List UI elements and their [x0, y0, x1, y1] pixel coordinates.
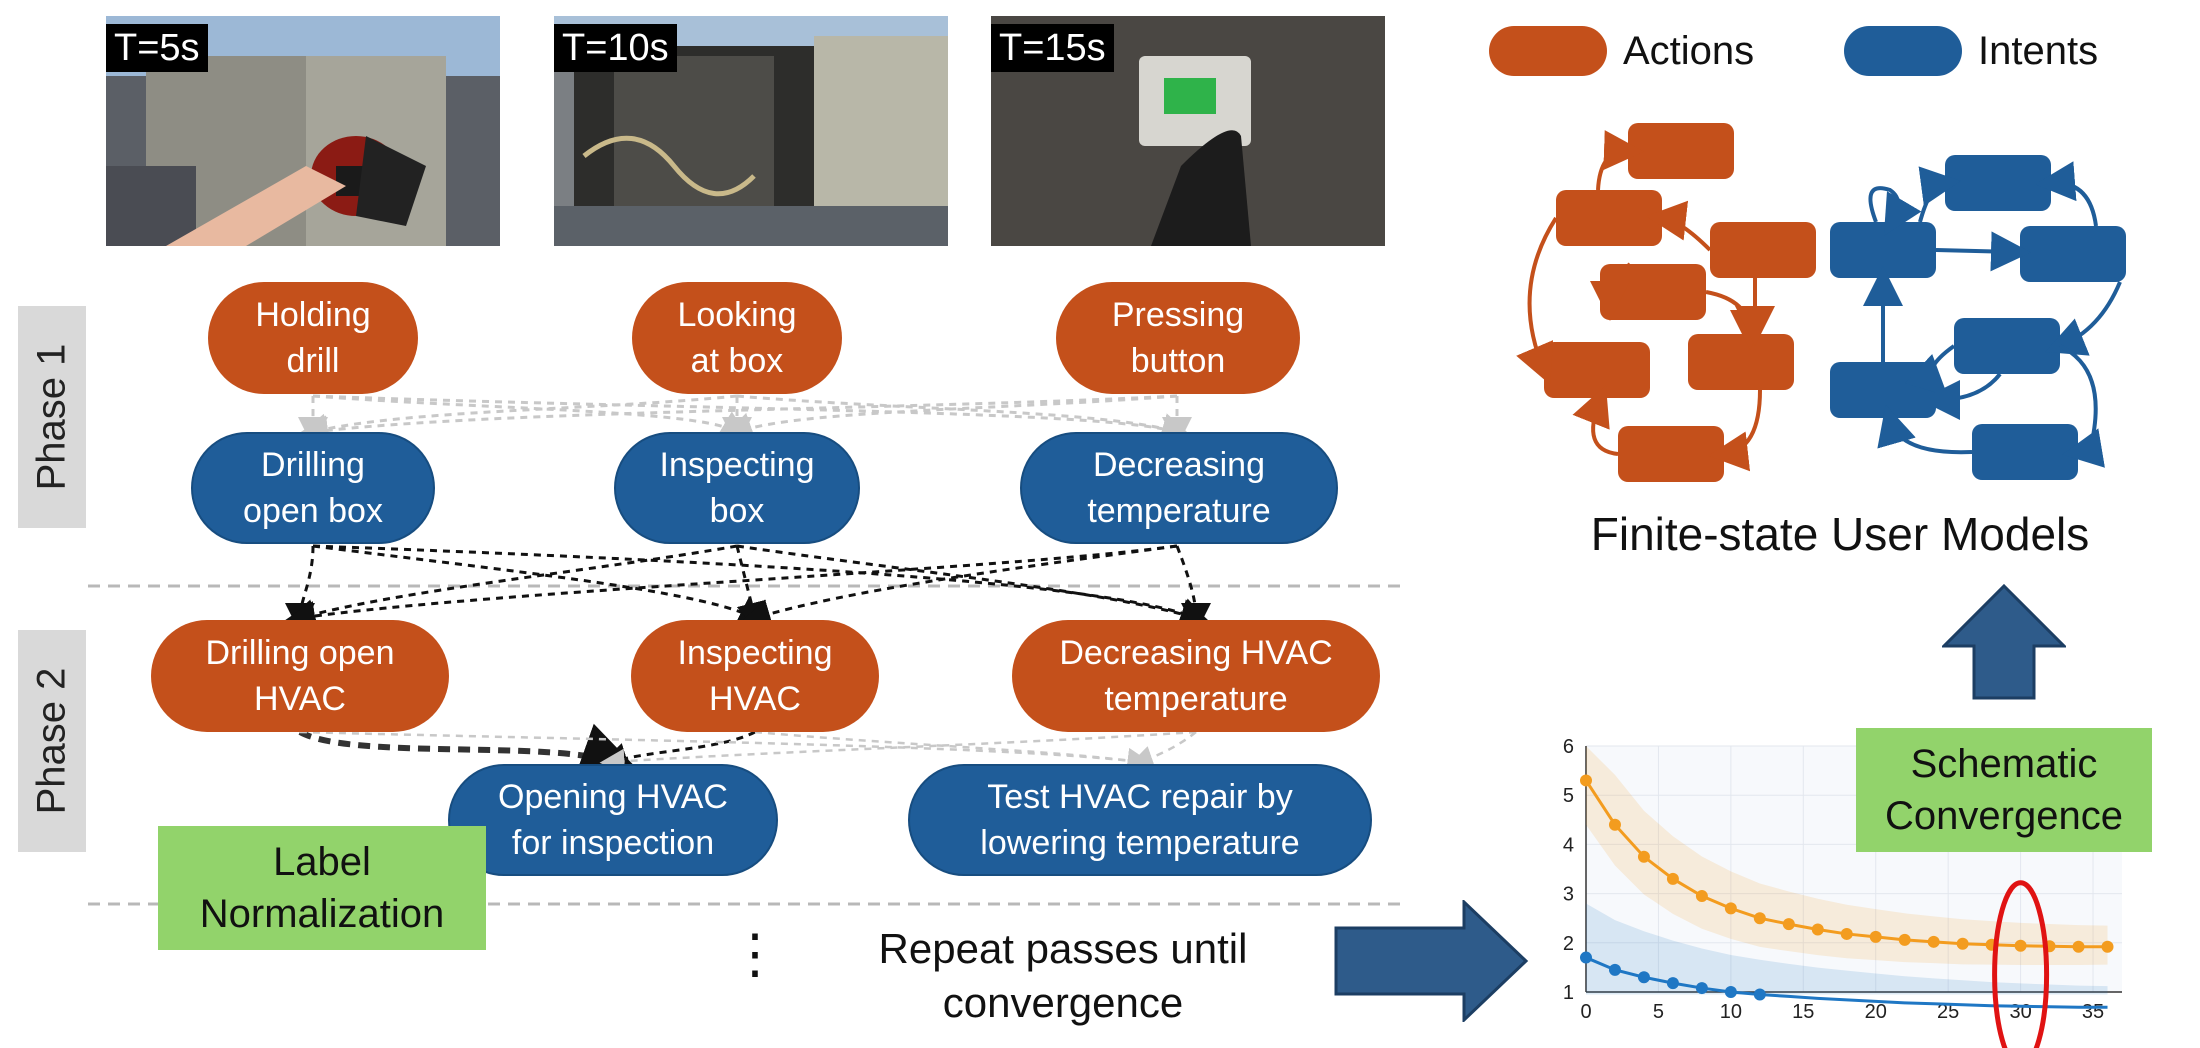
y-tick-label: 5	[1563, 785, 1574, 807]
fsm-intents	[1830, 155, 2126, 480]
series-0-point	[1956, 937, 1969, 950]
fsm-title: Finite-state User Models	[1590, 508, 2090, 560]
time-label-1: T=5s	[106, 24, 208, 72]
fsm-intent-node	[1830, 222, 1936, 278]
x-tick-label: 5	[1653, 1001, 1664, 1023]
phase1-action-pressing-button: Pressing button	[1056, 282, 1300, 394]
series-1-point	[1724, 986, 1737, 998]
x-tick-label: 35	[2082, 1001, 2104, 1023]
phase1-action-holding-drill: Holding drill	[208, 282, 418, 394]
video-frame-3: T=15s	[991, 16, 1385, 246]
video-frame-2: T=10s	[554, 16, 948, 246]
series-0-point	[1898, 933, 1911, 946]
phase-1-tag: Phase 1	[18, 306, 86, 528]
series-1-point	[1753, 988, 1766, 1001]
schematic-convergence-box: Schematic Convergence	[1856, 728, 2152, 852]
frame-2-image	[554, 16, 948, 246]
series-0-point	[2101, 940, 2114, 953]
fsm-action-node	[1688, 334, 1794, 390]
fsm-intent-node	[2020, 226, 2126, 282]
time-label-3: T=15s	[991, 24, 1114, 72]
legend-intents: Intents	[1844, 26, 2098, 76]
fsm-actions	[1516, 123, 1816, 482]
series-0-point	[1695, 890, 1708, 903]
y-tick-label: 4	[1563, 834, 1574, 856]
y-tick-label: 3	[1563, 884, 1574, 906]
phase1-to-phase2-links	[285, 544, 1211, 633]
series-0-point	[1840, 927, 1853, 940]
link-drilling-to-opening	[298, 723, 641, 781]
fsm-intent-node	[1954, 318, 2060, 374]
x-tick-label: 15	[1792, 1001, 1814, 1023]
series-1-point	[1637, 971, 1650, 984]
fsm-intent-node	[1945, 155, 2051, 211]
series-0-point	[1724, 902, 1737, 915]
video-frame-1: T=5s	[106, 16, 500, 246]
fsm-action-node	[1628, 123, 1734, 179]
series-0-point	[1608, 818, 1621, 831]
legend-intents-label: Intents	[1978, 28, 2099, 73]
legend-actions-swatch	[1489, 26, 1607, 76]
series-1-point	[1580, 951, 1592, 964]
phase2-intent-test-hvac-repair: Test HVAC repair by lowering temperature	[908, 764, 1372, 876]
time-label-2: T=10s	[554, 24, 677, 72]
convergence-highlight	[1992, 880, 2050, 1048]
fsm-intent-node	[1972, 424, 2078, 480]
repeat-passes-text: Repeat passes until convergence	[878, 925, 1248, 1026]
series-0-point	[1753, 912, 1766, 925]
y-tick-label: 6	[1563, 736, 1574, 758]
y-tick-label: 2	[1563, 933, 1574, 955]
series-0-point	[2014, 939, 2027, 952]
label-normalization-box: Label Normalization	[158, 826, 486, 950]
right-arrow-icon	[1334, 900, 1529, 1022]
series-0-point	[1782, 918, 1795, 931]
legend-actions-label: Actions	[1623, 28, 1755, 73]
series-0-point	[1637, 850, 1650, 863]
fsm-action-node	[1556, 190, 1662, 246]
y-tick-label: 1	[1563, 982, 1574, 1004]
vertical-ellipsis: ⋮	[728, 924, 782, 984]
phase2-action-drilling-open-hvac: Drilling open HVAC	[151, 620, 449, 732]
fsm-action-node	[1600, 264, 1706, 320]
series-1-band	[1586, 903, 2108, 995]
x-tick-label: 25	[1937, 1001, 1959, 1023]
series-1-point	[1666, 977, 1679, 990]
link-inspecting-to-opening	[597, 730, 756, 772]
phase1-action-intent-links	[298, 394, 1192, 447]
phase2-action-inspecting-hvac: Inspecting HVAC	[631, 620, 879, 732]
phase1-action-looking-at-box: Looking at box	[632, 282, 842, 394]
series-0-point	[1927, 935, 1940, 948]
frame-1-image	[106, 16, 500, 246]
connector-layer	[88, 394, 1400, 906]
x-tick-label: 0	[1580, 1001, 1591, 1023]
series-1-point	[1695, 982, 1708, 995]
x-tick-label: 20	[1865, 1001, 1887, 1023]
legend-intents-swatch	[1844, 26, 1962, 76]
phase1-intent-decreasing-temperature: Decreasing temperature	[1020, 432, 1338, 544]
x-tick-label: 10	[1720, 1001, 1742, 1023]
series-1-point	[1608, 963, 1621, 976]
series-0-band	[1586, 746, 2108, 966]
x-tick-label: 30	[2009, 1001, 2031, 1023]
series-0-point	[1580, 774, 1592, 787]
fsm-action-node	[1618, 426, 1724, 482]
phase1-intent-drilling-open-box: Drilling open box	[191, 432, 435, 544]
fsm-action-node	[1544, 342, 1650, 398]
phase2-action-decreasing-hvac-temperature: Decreasing HVAC temperature	[1012, 620, 1380, 732]
phase1-intent-inspecting-box: Inspecting box	[614, 432, 860, 544]
series-0-point	[1869, 930, 1882, 943]
legend-actions: Actions	[1489, 26, 1754, 76]
series-0-point	[1811, 923, 1824, 936]
fsm-diagram	[1516, 123, 2126, 482]
series-0-point	[1666, 872, 1679, 885]
up-arrow-icon	[1942, 584, 2066, 700]
phase-2-tag: Phase 2	[18, 630, 86, 852]
fsm-intent-node	[1830, 362, 1936, 418]
phase2-intent-opening-hvac: Opening HVAC for inspection	[448, 764, 778, 876]
series-0-point	[2072, 940, 2085, 953]
phase2-gray-links	[299, 730, 1197, 774]
fsm-action-node	[1710, 222, 1816, 278]
